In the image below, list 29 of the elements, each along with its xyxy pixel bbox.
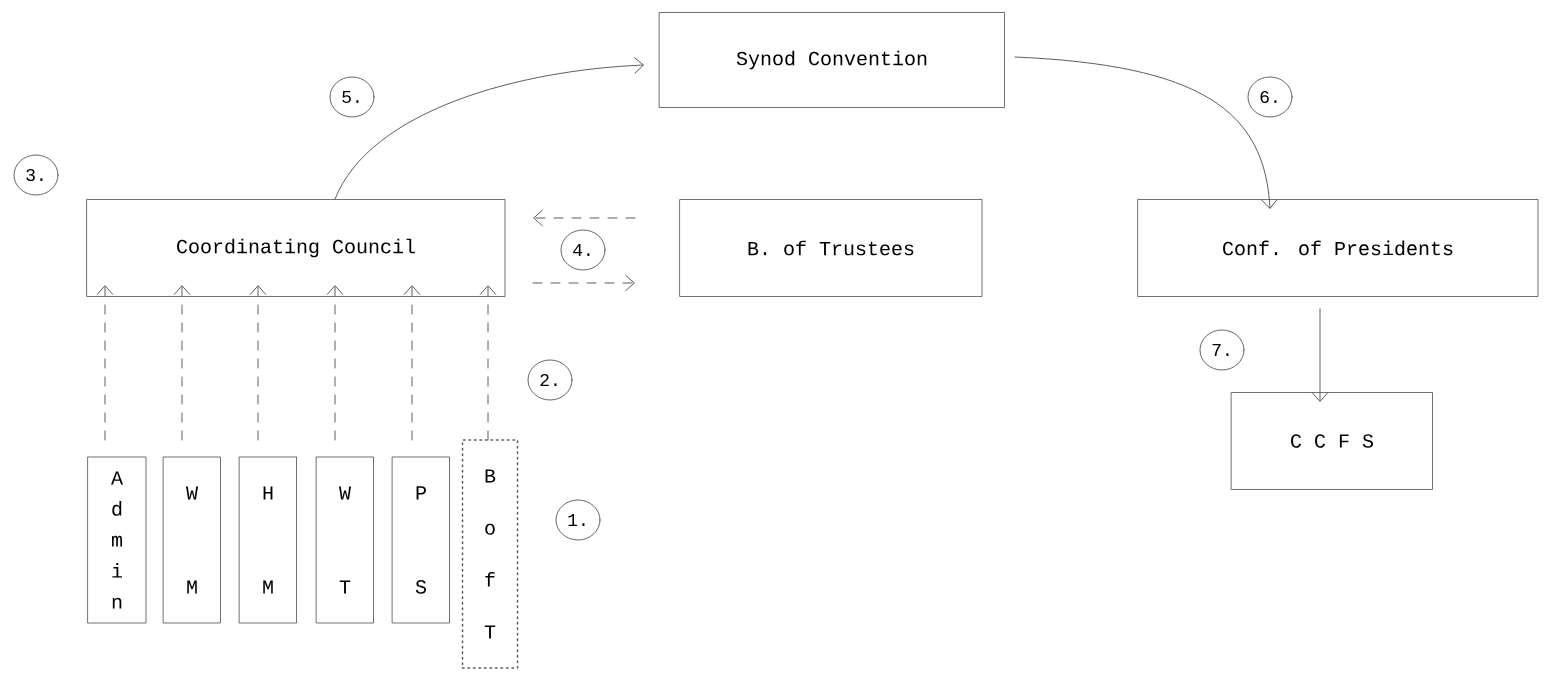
box: Conf. of Presidents <box>1137 199 1539 297</box>
arrow <box>249 285 267 441</box>
arrow <box>1014 56 1278 209</box>
callout-number: 2. <box>527 359 573 401</box>
arrow <box>96 285 114 441</box>
arrow <box>533 209 636 227</box>
box: H M <box>239 456 297 624</box>
box: P S <box>392 456 450 624</box>
callout-number: 5. <box>329 76 375 118</box>
box: W M <box>163 456 221 624</box>
box: C C F S <box>1231 392 1433 490</box>
callout-number: 7. <box>1199 329 1245 371</box>
callout-number: 4. <box>560 229 606 271</box>
callout-number: 1. <box>555 499 601 541</box>
arrow <box>479 285 497 441</box>
arrow <box>334 56 644 200</box>
box: A d m i n <box>87 456 147 624</box>
arrow <box>1311 308 1329 402</box>
box: B. of Trustees <box>679 199 983 297</box>
dotted-box: B o f T <box>461 439 519 669</box>
arrow <box>326 285 344 441</box>
arrow <box>532 274 635 292</box>
box: Coordinating Council <box>86 199 506 297</box>
callout-number: 6. <box>1247 76 1293 118</box>
box: Synod Convention <box>659 12 1005 108</box>
arrow <box>173 285 191 441</box>
callout-number: 3. <box>13 154 59 196</box>
box: W T <box>316 456 374 624</box>
arrow <box>403 285 421 441</box>
